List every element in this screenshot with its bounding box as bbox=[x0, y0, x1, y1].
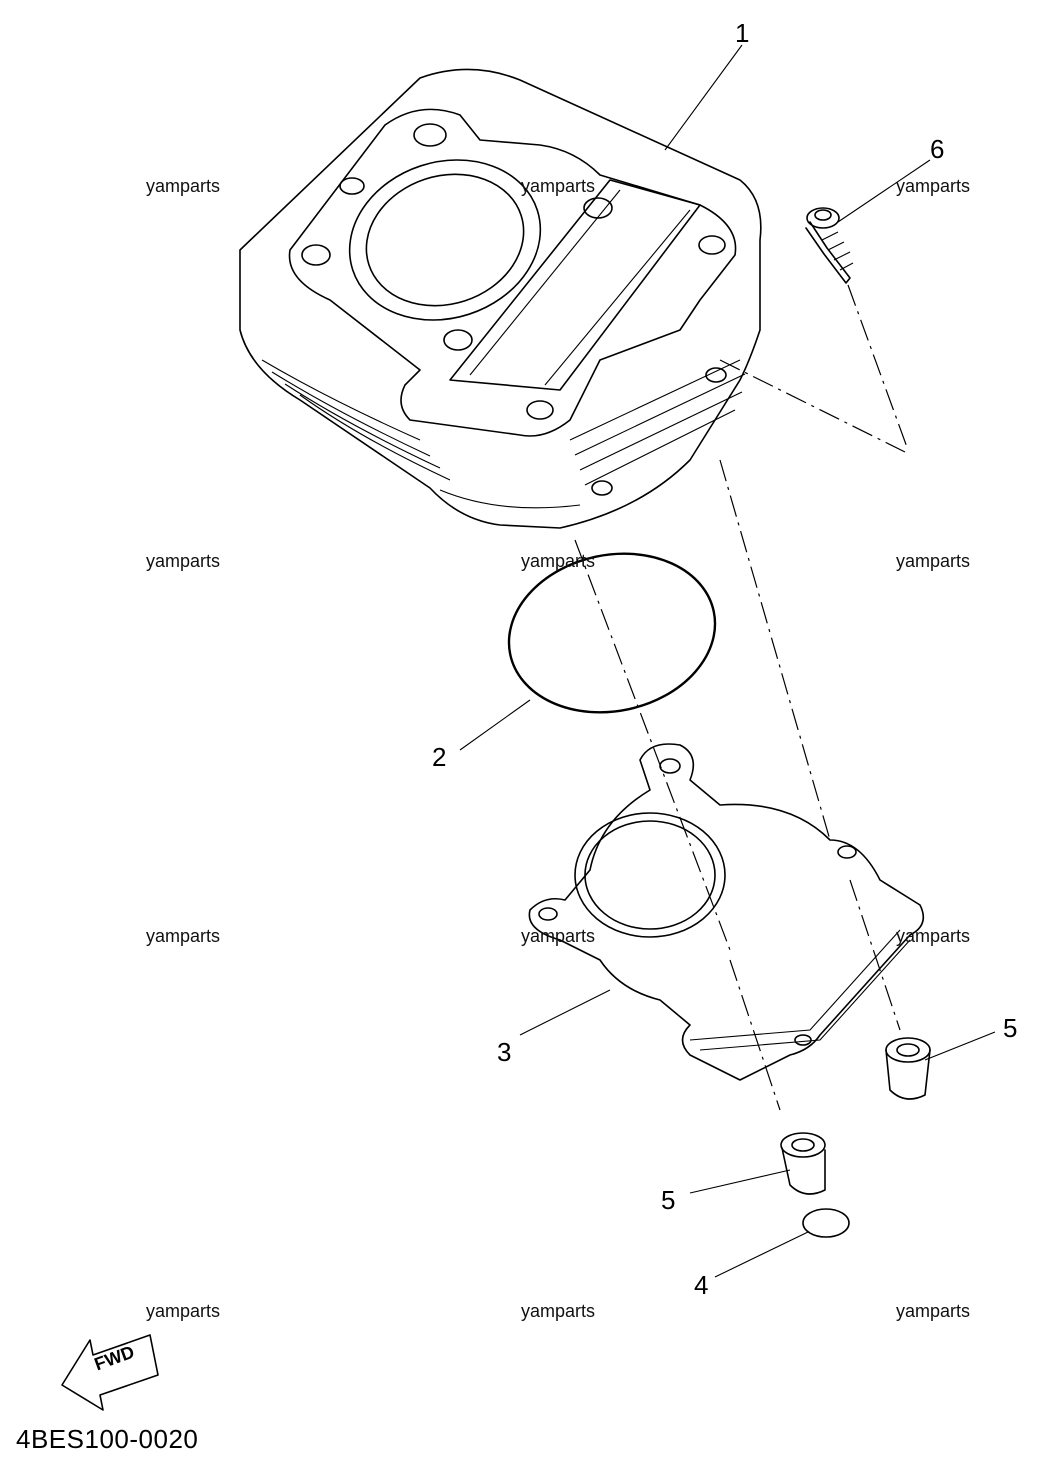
alignment-line bbox=[847, 284, 909, 451]
dowel-pin-right bbox=[885, 1037, 931, 1100]
watermark: yamparts bbox=[896, 551, 971, 571]
watermark: yamparts bbox=[146, 176, 221, 196]
watermark: yamparts bbox=[896, 926, 971, 946]
hex-bolt-part bbox=[805, 207, 854, 284]
base-gasket-part bbox=[528, 743, 925, 1081]
callout-3: 3 bbox=[497, 1037, 512, 1067]
watermark: yamparts bbox=[521, 551, 596, 571]
watermark: yamparts bbox=[521, 926, 596, 946]
callout-6: 6 bbox=[930, 134, 945, 164]
watermark: yamparts bbox=[521, 176, 596, 196]
alignment-line bbox=[574, 539, 731, 951]
alignment-line bbox=[729, 959, 781, 1111]
dowel-pin-left bbox=[780, 1132, 826, 1195]
callout-1: 1 bbox=[735, 18, 750, 48]
leader-line-2 bbox=[459, 699, 531, 751]
forward-arrow-icon bbox=[61, 1334, 159, 1411]
cylinder-part bbox=[239, 68, 762, 529]
callout-5-right: 5 bbox=[1003, 1013, 1018, 1043]
part-number: 4BES100-0020 bbox=[16, 1424, 199, 1454]
callout-4: 4 bbox=[694, 1270, 709, 1300]
watermark: yamparts bbox=[146, 926, 221, 946]
cylinder-gasket-ring bbox=[507, 552, 717, 714]
alignment-line bbox=[719, 459, 831, 841]
watermark: yamparts bbox=[896, 1301, 971, 1321]
leader-line-6 bbox=[837, 159, 931, 223]
alignment-line bbox=[719, 359, 906, 453]
leader-line-4 bbox=[714, 1231, 809, 1278]
leader-line-5a bbox=[924, 1031, 996, 1061]
watermark: yamparts bbox=[521, 1301, 596, 1321]
leader-line-5b bbox=[689, 1169, 791, 1194]
callout-5-left: 5 bbox=[661, 1185, 676, 1215]
watermark: yamparts bbox=[896, 176, 971, 196]
leader-line-1 bbox=[664, 44, 743, 151]
watermark: yamparts bbox=[146, 1301, 221, 1321]
callout-2: 2 bbox=[432, 742, 447, 772]
alignment-line bbox=[849, 879, 901, 1031]
watermark: yamparts bbox=[146, 551, 221, 571]
small-o-ring bbox=[802, 1208, 850, 1238]
leader-line-3 bbox=[519, 989, 611, 1036]
